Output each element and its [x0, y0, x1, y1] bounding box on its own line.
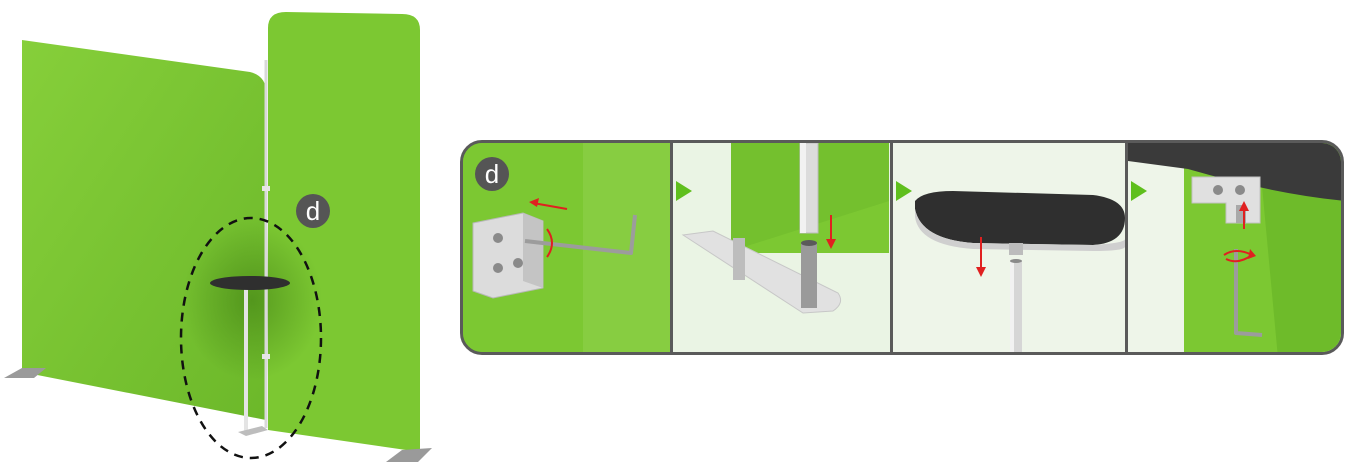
tabletop	[210, 276, 290, 290]
next-step-arrow	[1131, 181, 1147, 201]
overview-callout-badge: d	[296, 194, 330, 228]
step-panel-3	[893, 143, 1125, 352]
step-panel-1: d	[463, 143, 670, 352]
tabletop-detail	[915, 191, 1125, 245]
right-wall-panel	[268, 12, 420, 452]
step-badge: d	[475, 157, 509, 191]
table-base	[238, 426, 268, 436]
display-wall-illustration	[0, 0, 440, 468]
next-step-arrow	[676, 181, 692, 201]
step-panel-2	[673, 143, 890, 352]
right-foot	[386, 448, 432, 462]
left-foot	[4, 368, 46, 378]
step-panel-4	[1128, 143, 1344, 352]
next-step-arrow	[896, 181, 912, 201]
assembly-instruction-strip: d	[460, 140, 1344, 355]
display-wall-overview: d	[0, 0, 440, 468]
lower-tube	[801, 243, 817, 308]
